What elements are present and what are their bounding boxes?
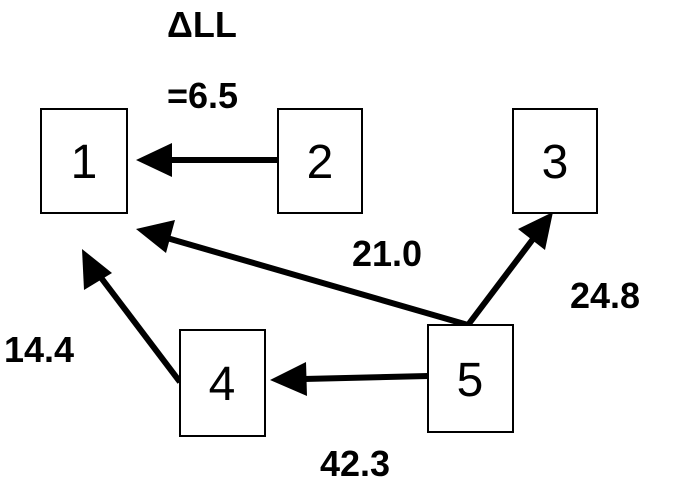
node-1: 1	[40, 108, 128, 214]
title-line-2: =6.5	[167, 75, 238, 116]
node-1-label: 1	[71, 136, 98, 189]
node-2-label: 2	[307, 136, 334, 189]
edge-label-5-3: 24.8	[570, 275, 640, 316]
edge-2-to-1	[136, 143, 278, 177]
arrowhead-icon	[270, 362, 307, 396]
arrowhead-icon	[136, 143, 172, 177]
edge-5-to-4	[270, 362, 429, 396]
edge-5-to-3	[465, 212, 553, 327]
arrowhead-icon	[518, 212, 553, 250]
node-4: 4	[179, 329, 266, 437]
edge-label-4-1: 14.4	[4, 329, 74, 370]
edge-4-to-1	[82, 249, 183, 384]
node-5-label: 5	[457, 354, 484, 407]
node-3: 3	[512, 108, 598, 214]
node-5: 5	[427, 324, 514, 433]
arrowhead-icon	[136, 220, 175, 253]
title-line-1: ΔLL	[167, 4, 237, 45]
edge-label-5-1: 21.0	[352, 233, 422, 274]
node-3-label: 3	[542, 136, 569, 189]
edge-label-5-4: 42.3	[320, 443, 390, 484]
node-2: 2	[277, 108, 363, 214]
arrowhead-icon	[82, 249, 112, 290]
node-4-label: 4	[209, 358, 236, 411]
edge-5-to-1	[136, 220, 469, 328]
